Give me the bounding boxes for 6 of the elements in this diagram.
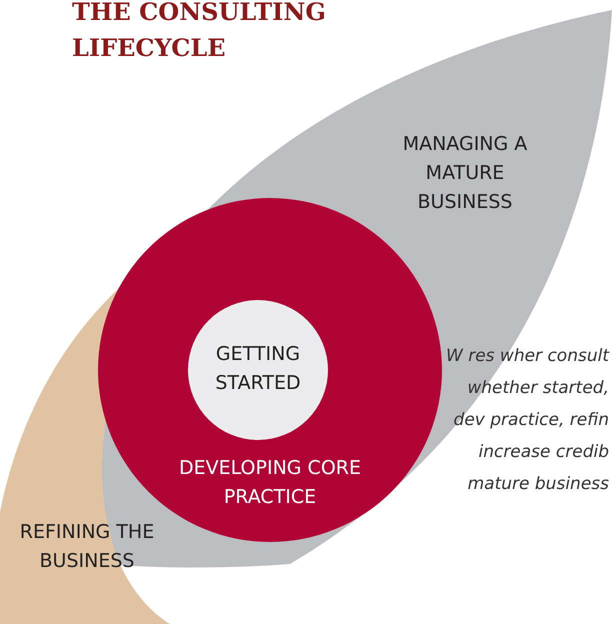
stage-label: DEVELOPING CORE PRACTICE (178, 456, 362, 510)
stage-label: GETTING STARTED (214, 342, 302, 396)
stage-label: MANAGING A MATURE BUSINESS (402, 132, 528, 215)
stage-label: REFINING THE BUSINESS (18, 520, 156, 574)
description-text: W res wher consult whether started, dev practice, refin increase credib mature business (445, 345, 609, 496)
title: THE CONSULTING LIFECYCLE (72, 0, 327, 64)
